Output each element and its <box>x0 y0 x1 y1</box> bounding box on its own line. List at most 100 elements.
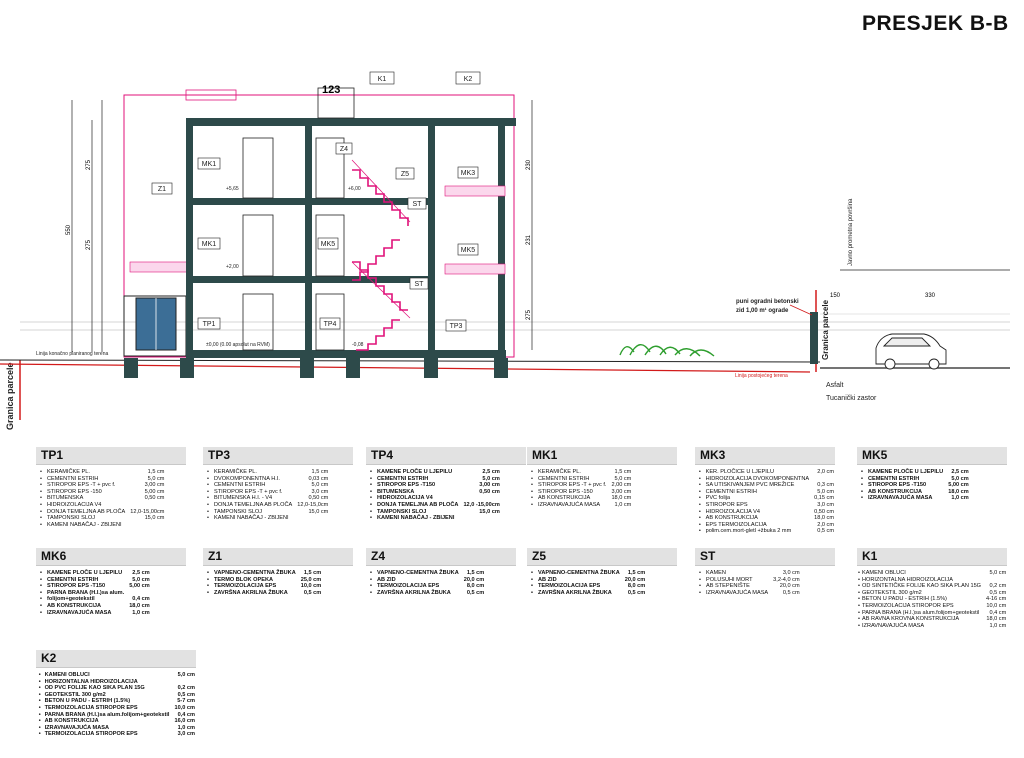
tag-k1: K1 <box>378 76 387 83</box>
car-icon <box>875 333 947 370</box>
legend-heading: MK6 <box>36 548 186 566</box>
legend-row: •DVOKOMPONENTNA H.I.0,03 cm <box>207 475 329 482</box>
legend-row: •PARNA BRANA (H.I.)sa alum. <box>40 589 125 596</box>
legend-row: •HIDROIZOLACIJA V4 <box>370 495 433 502</box>
legend-row: •HIDROIZOLACIJA DVOKOMPONENTNA <box>698 475 810 482</box>
legend-row: •STIROPOR EPS -T + pvc f.3,0 cm <box>207 488 329 495</box>
legend-row: •BETON U PADU - ESTRIH (1.5%)5-7 cm <box>38 698 195 705</box>
legend-heading: MK3 <box>695 447 835 465</box>
tag-z5: Z5 <box>401 171 409 178</box>
legend-heading: TP1 <box>36 447 186 465</box>
legend-row: •KAMENI NABAČAJ - ZBIJENI <box>40 521 122 528</box>
tag-mk1-upper: MK1 <box>202 161 217 168</box>
section-drawing: Granica parcele Linija konačno planirano… <box>0 71 1010 430</box>
dim-left-0: 550 <box>66 224 72 235</box>
legend-heading: K2 <box>36 650 196 668</box>
tag-st-upper: ST <box>413 201 423 208</box>
tag-k2: K2 <box>464 76 473 83</box>
tag-mk5-mid: MK5 <box>321 241 336 248</box>
page-title: PRESJEK B-B <box>862 12 1009 35</box>
dim-road-0: 150 <box>830 293 841 299</box>
legend-heading: MK5 <box>857 447 1007 465</box>
legend-heading: Z4 <box>366 548 516 566</box>
parcel-label-right: Granica parcele <box>821 299 830 360</box>
tag-tp4: TP4 <box>324 321 337 328</box>
dim-road-1: 330 <box>925 293 936 299</box>
ground-label-left: Linija konačno planiranog terena <box>36 351 108 357</box>
legend-row: •KERAMIČKE PL.1,5 cm <box>207 469 329 475</box>
dim-right-2: 275 <box>526 309 532 320</box>
legend-row: •KERAMIČKE PL.1,5 cm <box>531 469 632 475</box>
legend-row: •HORIZONTALNA HIDROIZOLACIJA <box>858 576 953 583</box>
legend-row: •PARNA BRANA (H.I.)sa alum.folijom+geote… <box>38 711 195 718</box>
dim-left-1: 275 <box>86 159 92 170</box>
legend-row: •KAMENI NABAČAJ - ZBIJENI <box>370 515 455 522</box>
parcel-label-left: Granica parcele <box>5 362 15 430</box>
dim-right-0: 230 <box>526 159 532 170</box>
tag-tp3: TP3 <box>450 323 463 330</box>
legend-heading: MK1 <box>527 447 677 465</box>
tag-tp1: TP1 <box>203 321 216 328</box>
dim-right-1: 231 <box>526 234 532 245</box>
legend-row: •KAMENI NABAČAJ - ZBIJENI <box>207 515 289 522</box>
ground-label-right: Linija postojećeg terena <box>735 373 788 379</box>
legend-block-tp3: TP3•KERAMIČKE PL.1,5 cm•DVOKOMPONENTNA H… <box>203 447 353 522</box>
dim-left-2: 275 <box>86 239 92 250</box>
level-label-1: +2,00 <box>226 264 239 270</box>
